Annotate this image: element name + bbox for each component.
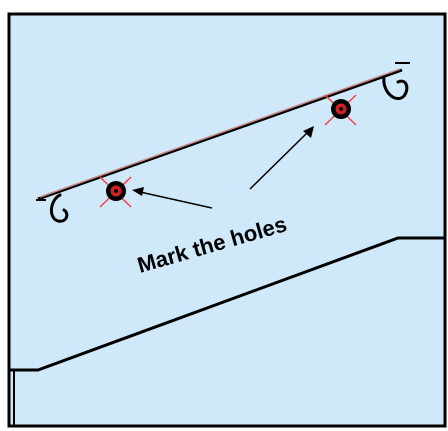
rail-scroll-left <box>50 193 69 223</box>
hole-right <box>324 94 357 126</box>
handrail <box>36 62 410 223</box>
stair-line <box>9 236 445 372</box>
wall-panel <box>7 12 447 428</box>
hole-left <box>99 176 132 208</box>
arrow-to-left-hole <box>132 187 213 209</box>
rail-highlight <box>39 68 401 198</box>
rail-scroll-right <box>382 75 409 101</box>
arrow-to-right-hole <box>249 126 314 190</box>
rail-bar <box>37 68 403 201</box>
